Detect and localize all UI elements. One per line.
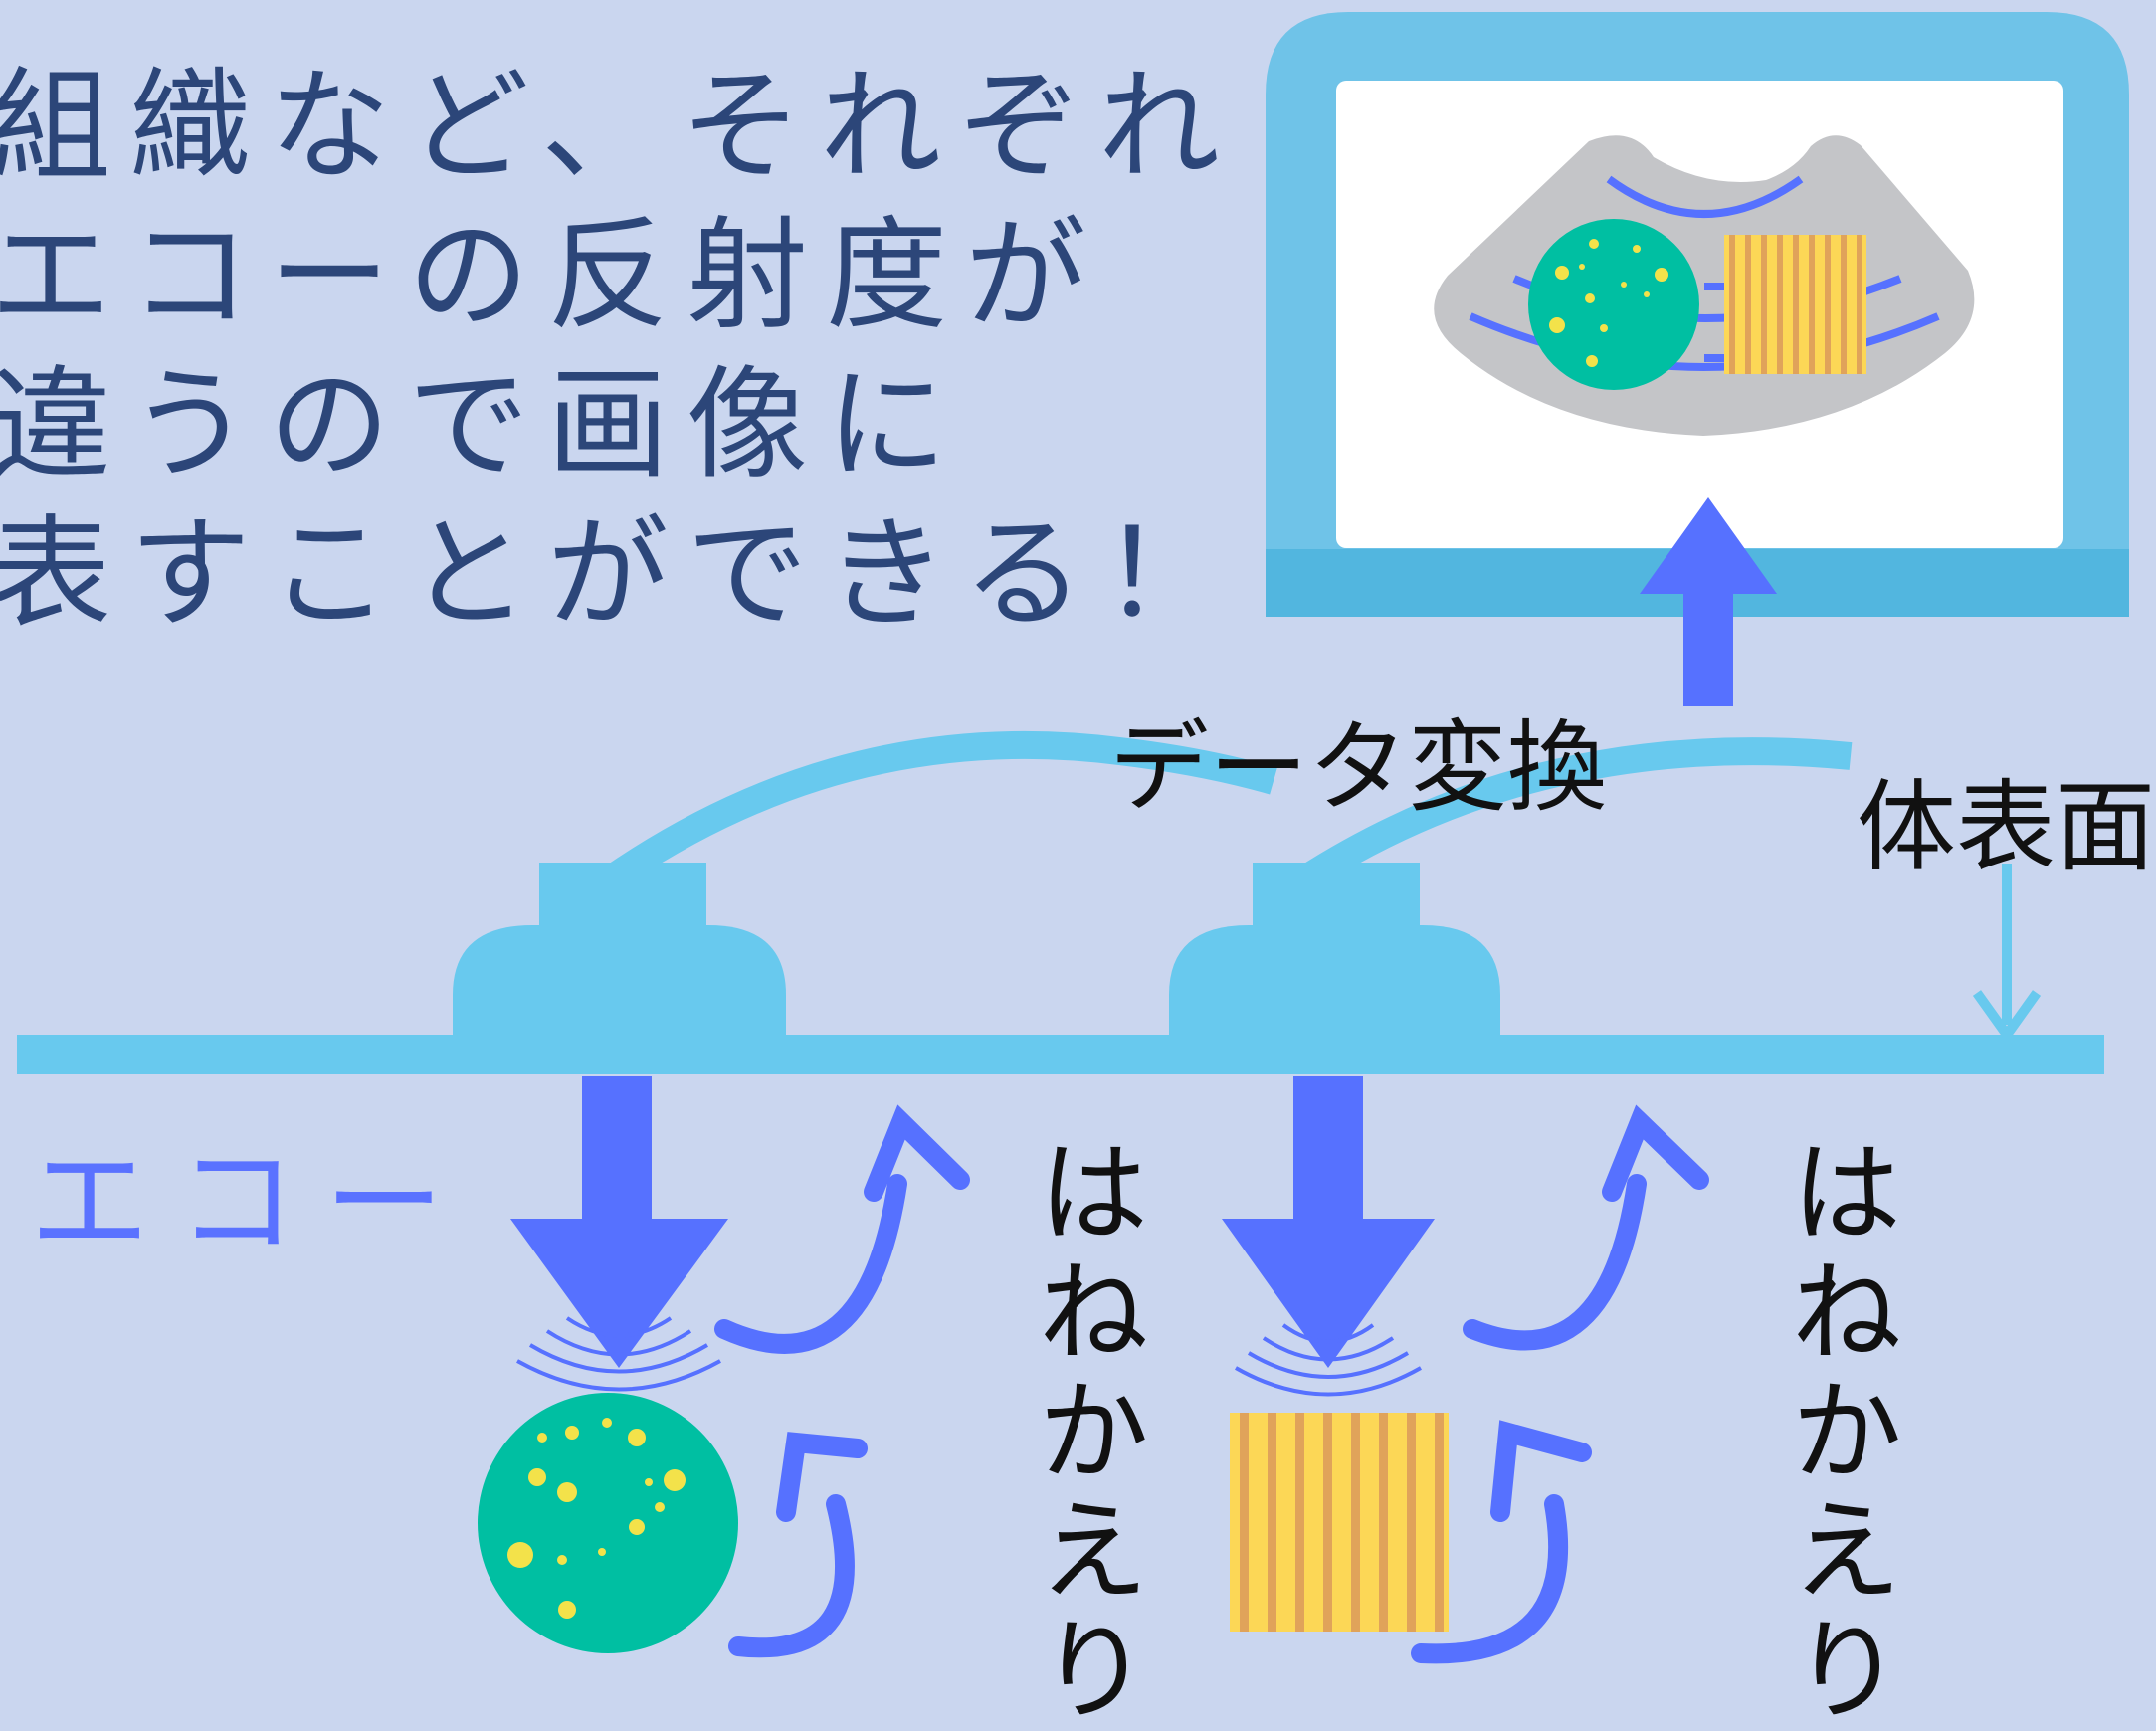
- body-surface-line: [17, 1035, 2104, 1074]
- headline-line-2: エコーの反射度が: [0, 205, 1104, 346]
- data-conversion-label: データ変換: [1109, 709, 1607, 826]
- echo-label: エコー: [30, 1133, 472, 1271]
- wave-arcs-1: [516, 1316, 721, 1392]
- rebound-arrow-1a: [714, 1104, 970, 1354]
- rebound-arrow-2a: [1463, 1104, 1709, 1351]
- rebound-label-1: はねかえり: [1019, 1134, 1148, 1731]
- transmit-arrow-2: [1222, 1076, 1435, 1368]
- up-arrow: [1640, 497, 1777, 706]
- headline-line-3: 違うので画像に: [0, 354, 965, 495]
- body-surface-label: 体表面: [1857, 769, 2155, 885]
- headline-line-4: 表すことができる！: [0, 503, 1242, 645]
- rebound-arrow-2b: [1411, 1420, 1592, 1664]
- rebound-label-2: はねかえり: [1772, 1134, 1901, 1731]
- return-curve: [1295, 737, 1853, 892]
- rebound-arrow-1b: [728, 1432, 868, 1658]
- surface-pointer-arrow: [1972, 864, 2042, 1044]
- striped-tissue-icon: [1230, 1413, 1449, 1632]
- ultrasound-probe-icon: [453, 863, 786, 1040]
- scan-round-tissue: [1528, 219, 1699, 390]
- wave-arcs-2: [1235, 1323, 1422, 1397]
- scan-striped-tissue: [1724, 235, 1866, 374]
- transmit-curve: [601, 730, 1277, 892]
- headline-line-1: 組織など、それぞれ: [0, 56, 1238, 197]
- transmit-arrow-1: [510, 1076, 728, 1368]
- diagram-canvas: [17, 12, 2129, 1664]
- monitor-icon: [1266, 12, 2129, 617]
- ultrasound-probe-icon: [1169, 863, 1500, 1040]
- headline-text: 組織など、それぞれ エコーの反射度が 違うので画像に 表すことができる！: [0, 52, 1242, 649]
- round-tissue-icon: [478, 1393, 738, 1653]
